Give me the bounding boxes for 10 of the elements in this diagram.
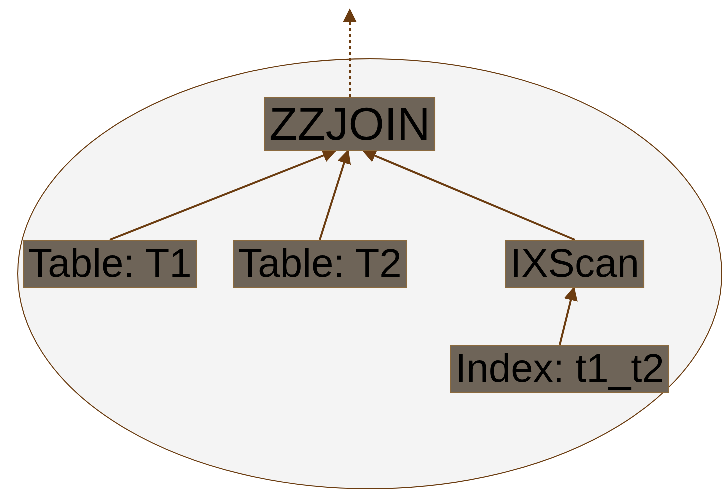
- arrow: [343, 8, 357, 97]
- arrow: [319, 150, 352, 240]
- node-label: IXScan: [510, 244, 640, 284]
- node-label: ZZJOIN: [270, 101, 430, 147]
- node-label: Index: t1_t2: [455, 349, 665, 389]
- arrow: [559, 286, 578, 346]
- arrow: [362, 149, 576, 241]
- arrow: [110, 149, 337, 241]
- node-label: Table: T1: [28, 244, 192, 284]
- node-label: Table: T2: [238, 244, 402, 284]
